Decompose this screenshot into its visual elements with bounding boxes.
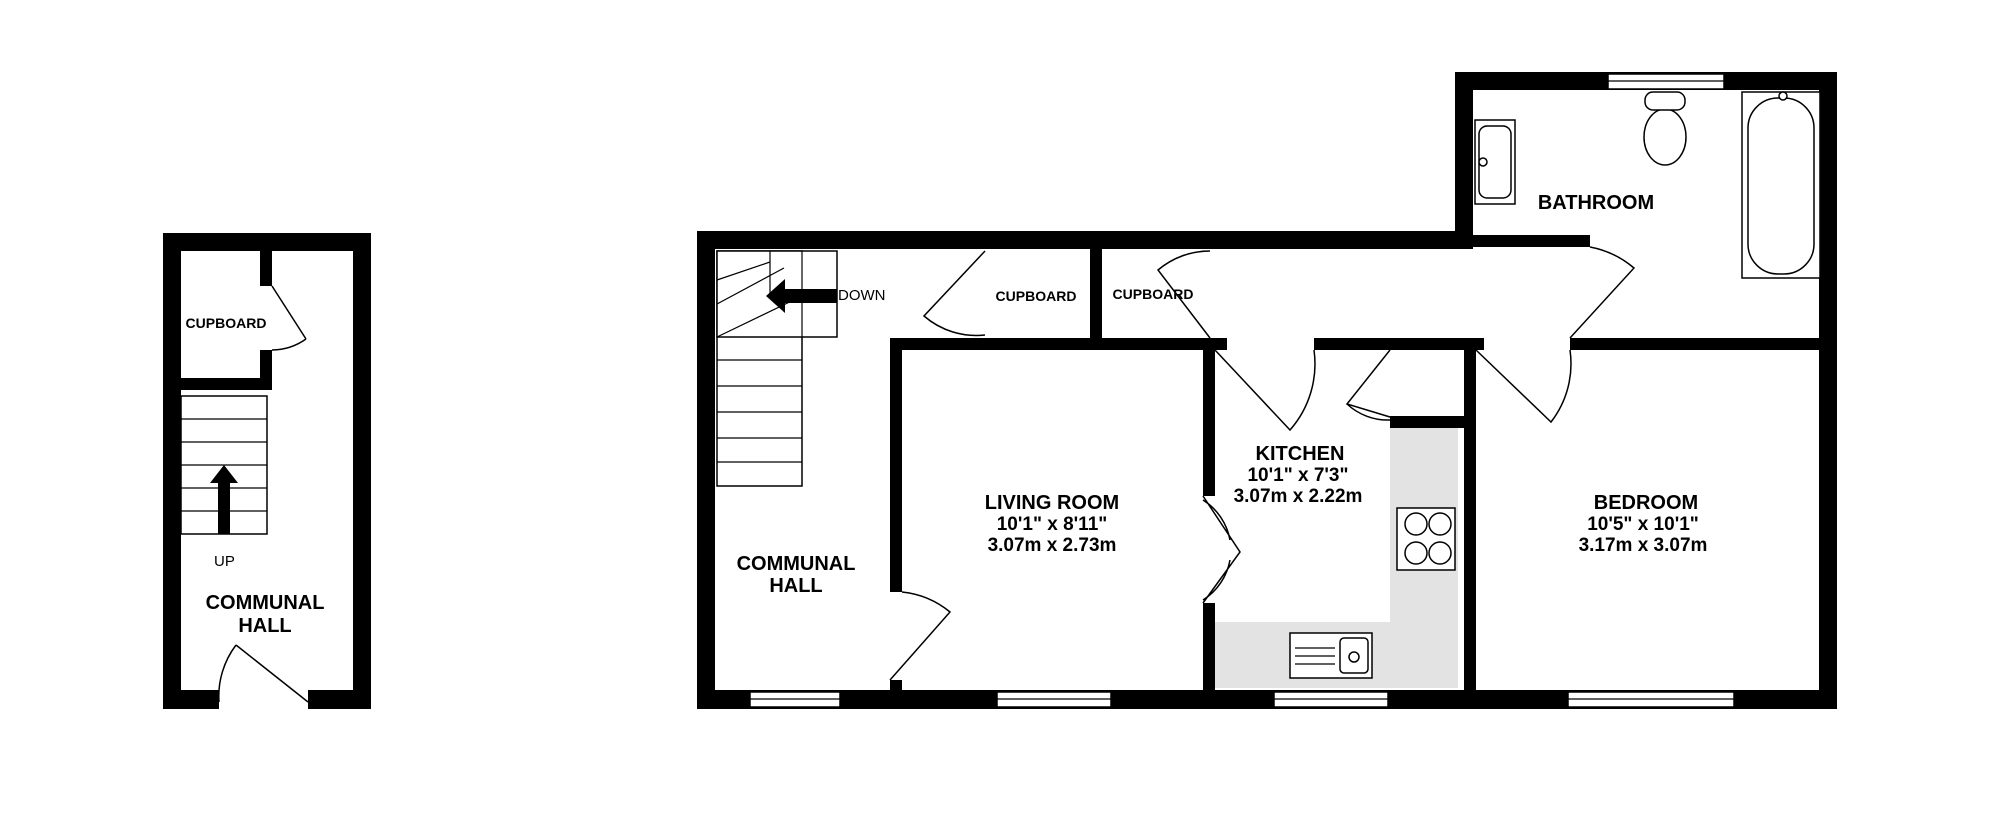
ff-wall-top-left <box>697 231 1467 249</box>
ground-wall-top <box>163 233 371 251</box>
ff-wall-bath-bottom-stub <box>1473 235 1590 247</box>
toilet-bowl <box>1643 108 1687 166</box>
sink-drain <box>1348 651 1360 663</box>
ff-wall-kitchen-store <box>1390 416 1464 428</box>
ground-cupboard-door[interactable] <box>271 285 307 351</box>
ff-wall-bedroom-top <box>1570 338 1819 350</box>
ground-wall-bottom-left <box>163 690 219 709</box>
ground-wall-right <box>353 233 371 709</box>
hob-ring-4 <box>1428 541 1452 565</box>
ground-floor: UP CUPBOARD COMMUNAL HALL <box>163 233 371 709</box>
kitchen-imperial: 10'1" x 7'3" <box>1247 465 1348 486</box>
living-room-imperial: 10'1" x 8'11" <box>997 514 1108 535</box>
ff-wall-right <box>1819 72 1837 709</box>
ff-wall-living-left-upper <box>890 338 902 592</box>
ground-stairs-up-label: UP <box>214 553 235 570</box>
ground-cupboard-wall-stub <box>260 350 272 390</box>
bathtub-inner <box>1747 97 1815 275</box>
windows <box>749 73 1735 708</box>
ground-entrance-door[interactable] <box>218 644 309 703</box>
ff-hall-label-line1: COMMUNAL <box>737 553 856 575</box>
hob-ring-2 <box>1428 512 1452 536</box>
door-bathroom[interactable] <box>1569 246 1636 339</box>
ff-stairs[interactable] <box>716 250 838 487</box>
ff-hall-label-line2: HALL <box>769 575 822 597</box>
ground-stairs-arrow-head <box>210 465 238 483</box>
ff-cupboard-1-label: CUPBOARD <box>996 288 1077 304</box>
door-cupboard-2[interactable] <box>1156 250 1211 339</box>
hob-ring-3 <box>1404 541 1428 565</box>
ff-wall-kitchen-left-upper <box>1203 338 1215 496</box>
door-living[interactable] <box>889 591 952 681</box>
ff-wall-kitchen-top <box>1314 338 1484 350</box>
ground-cupboard-wall-bottom <box>181 378 272 390</box>
ff-wall-bottom <box>697 690 1837 709</box>
bedroom-name: BEDROOM <box>1594 492 1698 514</box>
ff-stairs-down-label: DOWN <box>838 287 886 304</box>
ff-wall-cupboard-divider <box>1090 249 1102 344</box>
door-kitchen-living-double[interactable] <box>1202 495 1241 604</box>
bedroom-imperial: 10'5" x 10'1" <box>1587 514 1699 535</box>
ground-stairs-arrow-shaft <box>218 483 230 534</box>
ff-wall-kitchen-left-lower <box>1203 603 1215 690</box>
bathroom-label: BATHROOM <box>1538 192 1654 214</box>
living-room-name: LIVING ROOM <box>985 492 1119 514</box>
ff-cupboard-2-label: CUPBOARD <box>1113 286 1194 302</box>
door-kitchen-store[interactable] <box>1345 349 1391 421</box>
hob-ring-1 <box>1404 512 1428 536</box>
toilet-cistern <box>1644 91 1686 111</box>
ground-cupboard-label: CUPBOARD <box>186 315 267 331</box>
ff-wall-left <box>697 231 715 709</box>
door-kitchen-hall[interactable] <box>1214 349 1316 432</box>
ff-wall-living-top <box>890 338 1227 350</box>
kitchen-fixtures <box>1289 507 1456 679</box>
basin-tap <box>1478 157 1488 167</box>
ground-stairs[interactable] <box>180 395 268 535</box>
door-cupboard-1[interactable] <box>922 250 986 337</box>
ff-stairs-arrow-shaft <box>785 289 837 303</box>
ground-wall-left <box>163 233 181 709</box>
door-bedroom[interactable] <box>1475 349 1572 424</box>
first-floor: DOWN <box>697 72 1837 709</box>
ff-wall-bath-left <box>1455 72 1473 249</box>
living-room-metric: 3.07m x 2.73m <box>988 535 1117 556</box>
ground-wall-bottom-right <box>308 690 371 709</box>
bedroom-metric: 3.17m x 3.07m <box>1579 535 1708 556</box>
ground-hall-label-line1: COMMUNAL <box>206 592 325 614</box>
ground-hall-label-line2: HALL <box>238 615 291 637</box>
ff-wall-living-left-stub <box>890 680 902 690</box>
bath-tap <box>1778 91 1788 101</box>
kitchen-name: KITCHEN <box>1256 443 1345 465</box>
bath-fixtures <box>1474 91 1821 279</box>
ff-stairs-arrow-head <box>766 279 785 313</box>
kitchen-metric: 3.07m x 2.22m <box>1234 486 1363 507</box>
ff-wall-bedroom-left <box>1464 338 1476 690</box>
ground-cupboard-wall-top <box>260 251 272 286</box>
